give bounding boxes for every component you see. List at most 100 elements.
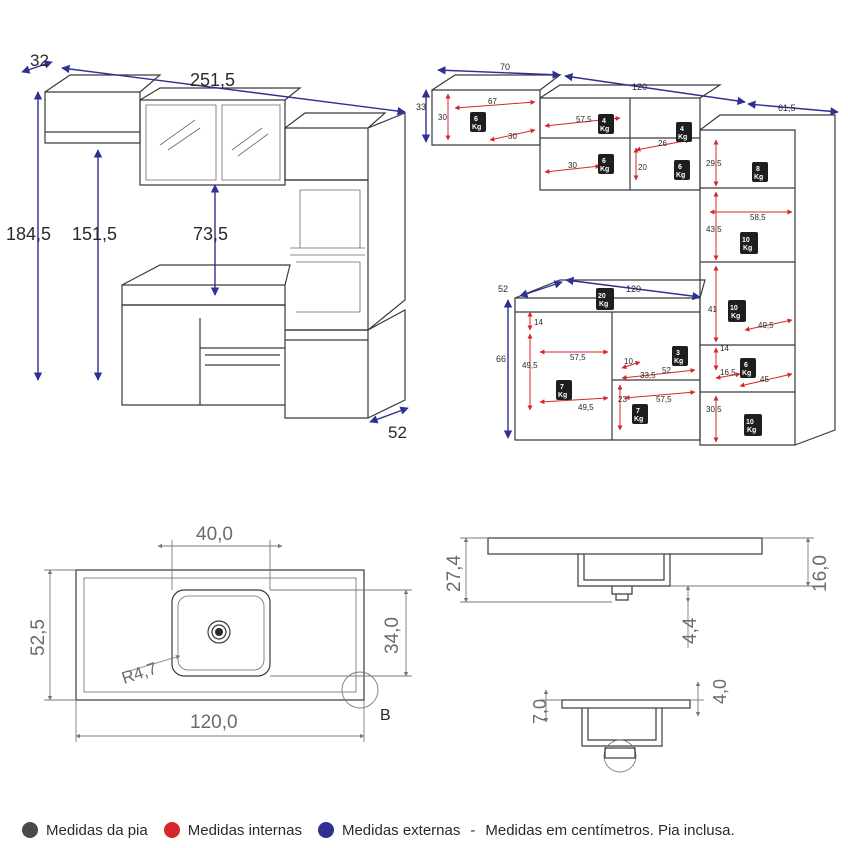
svg-text:10: 10 <box>742 237 750 244</box>
svg-text:10: 10 <box>746 419 754 426</box>
weight-icon-b2: 7Kg <box>556 380 572 400</box>
dim-side-total-h: 27,4 <box>444 555 465 592</box>
svg-text:6: 6 <box>744 362 748 369</box>
svg-text:6: 6 <box>678 164 682 171</box>
detail-label: B <box>380 707 391 724</box>
svg-text:Kg: Kg <box>634 416 643 423</box>
dim-tower-w2: 49,5 <box>758 321 774 330</box>
svg-text:Kg: Kg <box>676 172 685 179</box>
svg-text:8: 8 <box>756 166 760 173</box>
sink-top-view: 40,0 52,5 34,0 R4,7 120,0 B <box>28 524 412 742</box>
dim-upper-height: 33 <box>416 102 426 112</box>
dim-base-w1: 57,5 <box>570 353 586 362</box>
svg-text:3: 3 <box>676 350 680 357</box>
dim-detail-h2: 4,0 <box>710 679 730 704</box>
dim-base-w3: 33,5 <box>640 371 656 380</box>
legend-item-externas: Medidas externas <box>317 822 460 839</box>
dim-gap-height: 73,5 <box>193 224 228 244</box>
dim-height-upper: 151,5 <box>72 224 117 244</box>
svg-text:Kg: Kg <box>731 313 740 320</box>
sink-side-view: 27,4 16,0 4,4 <box>444 537 831 648</box>
dim-base-w6: 49,5 <box>578 403 594 412</box>
dim-base-top: 14 <box>534 318 543 327</box>
dim-tower-w4: 45 <box>760 375 769 384</box>
dim-depth-bottom: 52 <box>388 423 407 442</box>
dim-tower-h4: 14 <box>720 344 729 353</box>
dim-um-w1: 57,5 <box>576 115 592 124</box>
legend-dot-externas-icon <box>317 822 334 838</box>
dim-upper-right-width: 61,5 <box>778 103 796 113</box>
dim-sink-length: 120,0 <box>190 712 238 733</box>
dim-um-h1: 20 <box>638 163 647 172</box>
dim-um-w2: 30 <box>568 161 577 170</box>
dim-tower-w3: 16,5 <box>720 368 736 377</box>
svg-text:7: 7 <box>636 408 640 415</box>
dim-width-total: 251,5 <box>190 70 235 90</box>
dim-side-bowl-h: 16,0 <box>810 555 831 592</box>
dim-tower-h3: 41 <box>708 305 717 314</box>
dim-ul-shelf: 30 <box>508 132 517 141</box>
svg-text:Kg: Kg <box>678 134 687 141</box>
svg-text:Kg: Kg <box>600 166 609 173</box>
dim-bowl-width: 40,0 <box>196 524 233 545</box>
dim-upper-left-width: 70 <box>500 62 510 72</box>
dim-base-height: 66 <box>496 354 506 364</box>
svg-text:4: 4 <box>680 126 684 133</box>
dim-base-h2: 23 <box>618 395 627 404</box>
dim-base-inner-h: 49,5 <box>522 361 538 370</box>
dim-tower-h1: 29,5 <box>706 159 722 168</box>
dim-ul-inner-w: 67 <box>488 97 497 106</box>
weight-icon-um1: 4Kg <box>598 114 614 134</box>
legend-item-pia: Medidas da pia <box>22 822 148 839</box>
svg-text:10: 10 <box>730 305 738 312</box>
legend-separator: - <box>470 821 476 839</box>
svg-text:Kg: Kg <box>743 245 752 252</box>
svg-text:Kg: Kg <box>599 301 608 308</box>
dim-base-w5: 57,5 <box>656 395 672 404</box>
svg-text:Kg: Kg <box>747 427 756 434</box>
legend-dot-internas-icon <box>163 822 180 838</box>
dim-base-depth: 52 <box>498 284 508 294</box>
dim-tower-w: 58,5 <box>750 213 766 222</box>
dim-detail-h1: 7,0 <box>530 699 550 724</box>
legend-label-pia: Medidas da pia <box>46 821 148 839</box>
svg-text:Kg: Kg <box>472 124 481 131</box>
dim-bowl-depth: 34,0 <box>382 617 403 654</box>
legend-dot-pia-icon <box>22 822 38 838</box>
dim-base-width: 120 <box>626 284 641 294</box>
dim-base-w4: 52 <box>662 366 671 375</box>
dim-depth-top: 32 <box>30 51 49 70</box>
dim-ul-inner-h: 30 <box>438 113 447 122</box>
interior-view: 70 120 61,5 33 52 120 66 30 67 30 <box>416 62 839 446</box>
svg-text:6: 6 <box>602 158 606 165</box>
weight-icon-t1: 8Kg <box>752 162 768 182</box>
weight-icon-b3: 7Kg <box>632 404 648 424</box>
dim-um-w3: 26 <box>658 139 667 148</box>
weight-icon-um2: 4Kg <box>676 122 692 142</box>
svg-text:7: 7 <box>560 384 564 391</box>
svg-text:6: 6 <box>474 116 478 123</box>
legend-note: Medidas em centímetros. Pia inclusa. <box>485 821 735 839</box>
dim-base-w2: 10 <box>624 357 633 366</box>
dim-tower-h5: 30,5 <box>706 405 722 414</box>
weight-icon-um4: 6Kg <box>674 160 690 180</box>
dim-sink-depth: 52,5 <box>28 619 49 656</box>
legend-label-internas: Medidas internas <box>187 821 302 839</box>
weight-icon-ul: 6Kg <box>470 112 486 132</box>
svg-text:Kg: Kg <box>754 174 763 181</box>
front-view: 32 251,5 184,5 151,5 73,5 52 <box>6 51 409 442</box>
dim-upper-mid-width: 120 <box>632 82 647 92</box>
legend: Medidas da pia Medidas internas Medidas … <box>22 818 832 842</box>
weight-icon-um3: 6Kg <box>598 154 614 174</box>
svg-text:Kg: Kg <box>558 392 567 399</box>
weight-icon-t4: 6Kg <box>740 358 756 378</box>
dim-tower-h2: 43,5 <box>706 225 722 234</box>
dim-radius: R4,7 <box>119 659 159 688</box>
svg-text:Kg: Kg <box>674 358 683 365</box>
weight-icon-b1: 3Kg <box>672 346 688 366</box>
svg-text:Kg: Kg <box>742 370 751 377</box>
